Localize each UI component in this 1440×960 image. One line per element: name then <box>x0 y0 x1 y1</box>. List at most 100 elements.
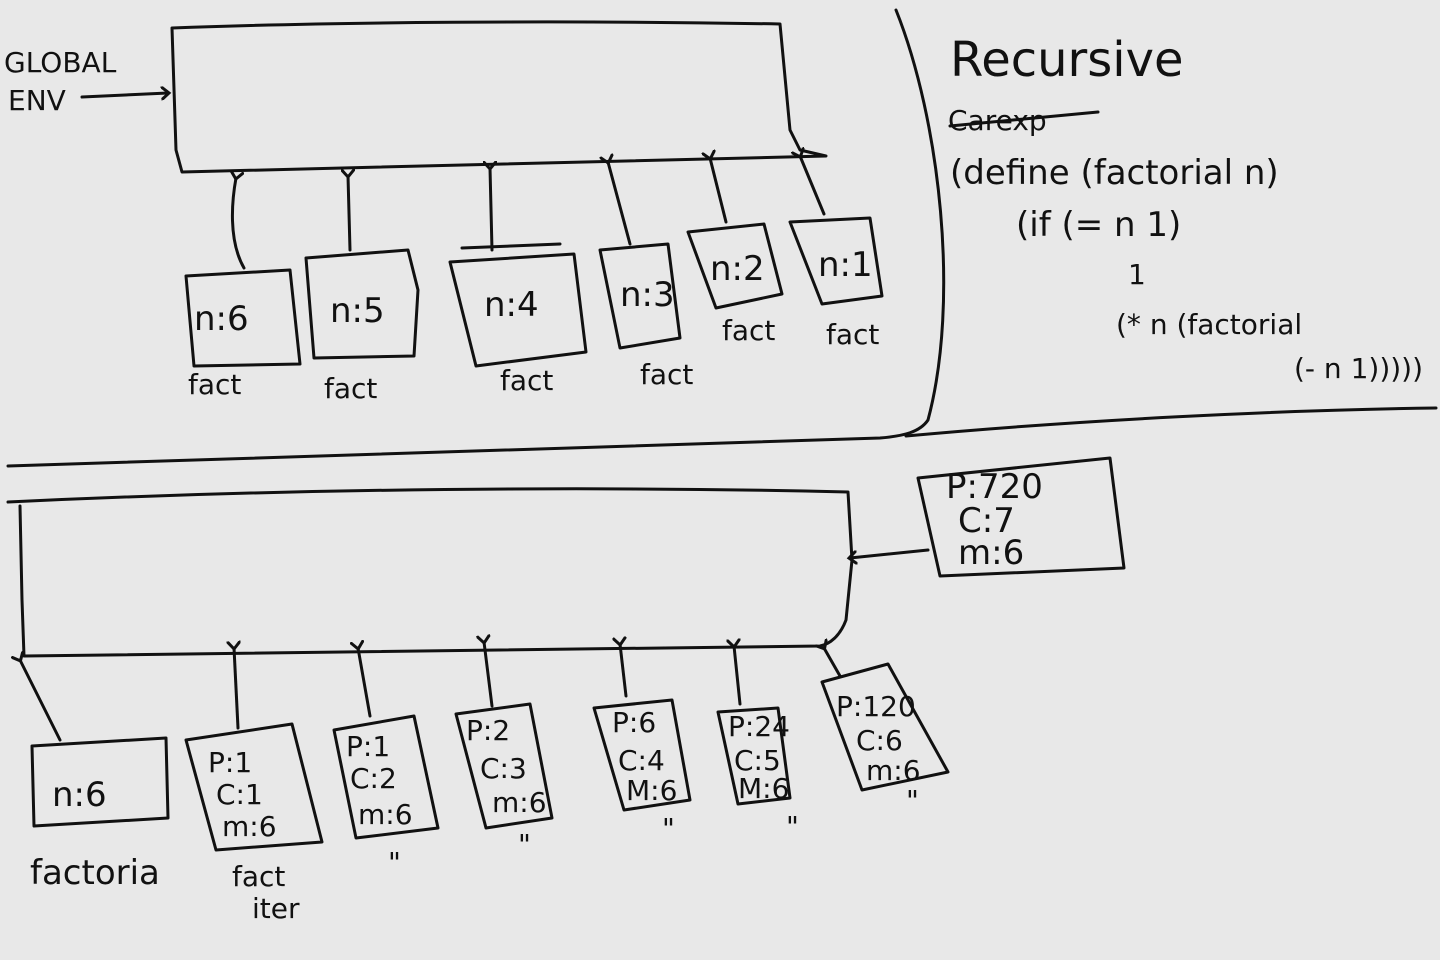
frame-p: P:120 <box>836 690 916 723</box>
frame-pointer-arrow <box>734 646 742 706</box>
recursive-frame-1: n:6 fact <box>184 178 302 401</box>
frame-box <box>716 706 792 806</box>
frame-p: P:24 <box>728 710 790 743</box>
recursive-frame-6: n:1 fact <box>788 156 884 351</box>
frame-c: C:1 <box>216 778 263 811</box>
frame-c: C:7 <box>958 501 1015 541</box>
code-line-4: (* n (factorial <box>1116 308 1302 341</box>
frame-box <box>454 702 554 830</box>
code-line-2: (if (= n 1) <box>1016 205 1181 245</box>
frame-binding: n:5 <box>330 291 385 331</box>
frame-label: fact <box>188 368 241 401</box>
frame-pointer-arrow <box>608 162 632 246</box>
frame-box <box>592 698 692 812</box>
frame-box <box>30 736 170 828</box>
frame-label-line1: " <box>662 812 675 845</box>
frame-m: m:6 <box>222 810 277 843</box>
frame-label: fact <box>640 358 693 391</box>
frame-box <box>686 222 784 310</box>
frame-pointer-arrow <box>348 176 350 252</box>
recursive-frame-3: n:4 fact <box>448 168 588 397</box>
frame-box <box>332 714 440 840</box>
recursive-frame-5: n:2 fact <box>686 158 784 347</box>
code-line-5: (- n 1))))) <box>1294 352 1423 385</box>
frame-binding: n:3 <box>620 275 675 315</box>
frame-binding: n:6 <box>194 299 249 339</box>
frame-binding: n:2 <box>710 249 765 289</box>
iter-global-frame: P:720 C:7 m:6 <box>850 456 1126 578</box>
frame-label: fact <box>826 318 879 351</box>
frame-c: C:5 <box>734 744 781 777</box>
frame-pointer-arrow <box>234 648 238 730</box>
iter-global-env-box <box>6 487 854 658</box>
frame-p: P:720 <box>946 467 1043 507</box>
frame-label-line1: " <box>906 784 919 817</box>
frame-pointer-arrow <box>490 168 492 252</box>
frame-pointer-arrow <box>800 156 826 216</box>
frame-m: m:6 <box>866 754 921 787</box>
iter-first-frame: n:6 factoria <box>20 660 170 893</box>
frame-binding: n:1 <box>818 245 873 285</box>
recursive-title: Recursive <box>950 32 1184 88</box>
frame-label-line2: iter <box>252 892 300 925</box>
frame-m: m:6 <box>958 533 1024 573</box>
global-env-label-line2: ENV <box>8 84 66 117</box>
iter-frame-5: P:24 C:5 M:6 " <box>716 646 799 843</box>
frame-box-topline <box>460 242 562 250</box>
iter-global-frame-arrow <box>850 548 930 558</box>
frame-label-line1: fact <box>232 860 285 893</box>
recursive-frame-4: n:3 fact <box>598 162 693 391</box>
iter-frame-1: P:1 C:1 m:6 fact iter <box>184 648 324 925</box>
frame-pointer-arrow <box>620 644 628 698</box>
frame-m: M:6 <box>738 772 789 805</box>
frame-box <box>788 216 884 306</box>
frame-box <box>916 456 1126 578</box>
frame-label: fact <box>500 364 553 397</box>
global-env-label-line1: GLOBAL <box>4 46 117 79</box>
frame-box <box>184 722 324 852</box>
frame-label: factoria <box>30 853 160 893</box>
frame-c: C:3 <box>480 752 527 785</box>
frame-p: P:2 <box>466 714 510 747</box>
iter-frame-6: P:120 C:6 m:6 " <box>820 648 950 817</box>
frame-p: P:6 <box>612 706 656 739</box>
frame-pointer-arrow <box>20 660 62 742</box>
frame-label-line1: " <box>786 810 799 843</box>
frame-label-line1: " <box>388 846 401 879</box>
frame-label: fact <box>324 372 377 405</box>
frame-c: C:4 <box>618 744 665 777</box>
frame-box <box>598 242 682 350</box>
code-line-3: 1 <box>1128 258 1146 291</box>
recursive-frame-2: n:5 fact <box>304 176 420 405</box>
frame-c: C:6 <box>856 724 903 757</box>
frame-p: P:1 <box>346 730 390 763</box>
frame-m: m:6 <box>492 786 547 819</box>
frame-box <box>820 662 950 792</box>
section-divider-curve <box>6 8 946 468</box>
global-env-arrow <box>80 93 168 97</box>
iter-frame-2: P:1 C:2 m:6 " <box>332 648 440 879</box>
frame-p: P:1 <box>208 746 252 779</box>
frame-box <box>448 252 588 368</box>
frame-pointer-arrow <box>710 158 728 224</box>
global-env-box-top <box>170 20 828 174</box>
frame-pointer-arrow <box>824 648 842 678</box>
frame-m: M:6 <box>626 774 677 807</box>
frame-pointer-arrow <box>358 648 372 718</box>
frame-label-line1: " <box>518 828 531 861</box>
frame-binding: n:6 <box>52 775 107 815</box>
frame-c: C:2 <box>350 762 397 795</box>
iter-frame-3: P:2 C:3 m:6 " <box>454 642 554 861</box>
frame-binding: n:4 <box>484 285 539 325</box>
code-line-1: (define (factorial n) <box>950 153 1279 193</box>
section-divider-right <box>904 406 1438 438</box>
frame-pointer-arrow <box>232 178 246 270</box>
frame-pointer-arrow <box>484 642 494 708</box>
iter-frame-4: P:6 C:4 M:6 " <box>592 644 692 845</box>
scratch-strike <box>948 110 1100 128</box>
frame-box <box>304 248 420 360</box>
frame-label: fact <box>722 314 775 347</box>
frame-m: m:6 <box>358 798 413 831</box>
